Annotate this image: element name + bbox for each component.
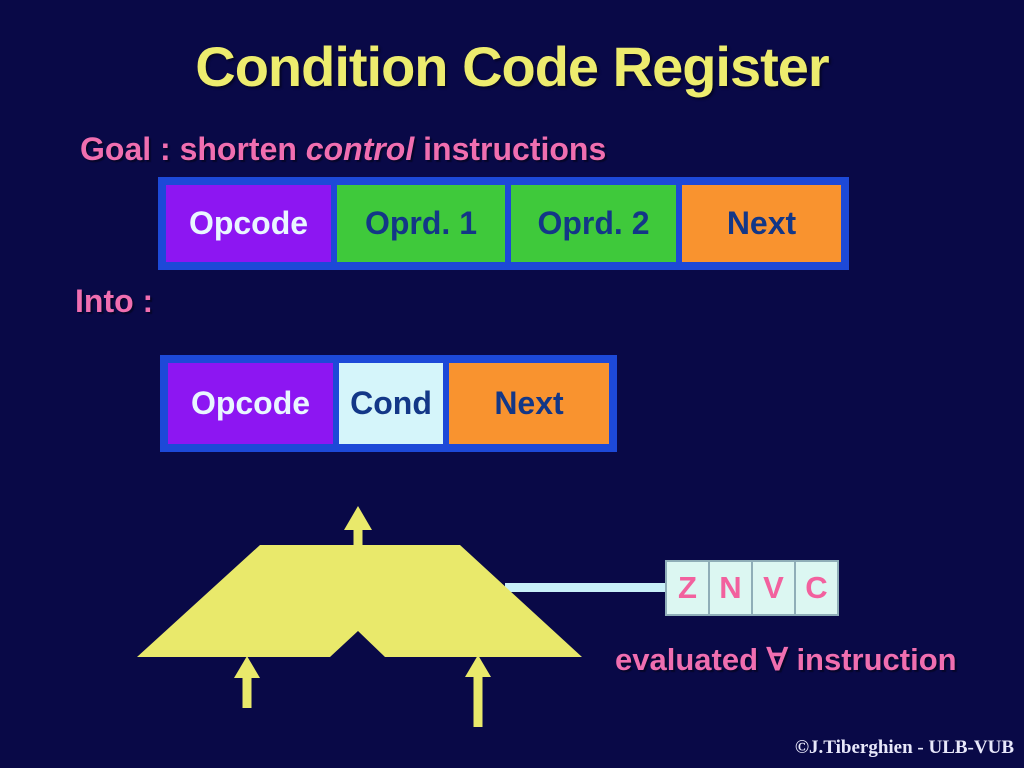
ccr-flag-c: C: [796, 562, 837, 614]
field-next: Next: [682, 185, 841, 262]
alu-output-arrow-icon: [344, 506, 372, 547]
field-opcode: Opcode: [168, 363, 333, 444]
alu-input-arrow-right-icon: [465, 655, 491, 727]
alu-shape: [137, 545, 582, 657]
field-operand-2: Oprd. 2: [511, 185, 676, 262]
field-operand-1: Oprd. 1: [337, 185, 505, 262]
alu-input-arrow-left-icon: [234, 656, 260, 708]
ccr-caption: evaluated ∀ instruction: [615, 642, 957, 677]
ccr-flag-n: N: [710, 562, 751, 614]
field-cond: Cond: [339, 363, 443, 444]
into-label: Into :: [75, 283, 154, 319]
goal-text-suffix: instructions: [414, 131, 607, 167]
page-title: Condition Code Register: [195, 35, 829, 98]
ccr-flag-z: Z: [667, 562, 708, 614]
goal-text-prefix: Goal : shorten: [80, 131, 306, 167]
field-next: Next: [449, 363, 609, 444]
goal-text-emphasis: control: [305, 131, 415, 167]
ccr-flags-register: Z N V C: [665, 560, 839, 616]
short-instruction-format: Opcode Cond Next: [160, 355, 617, 452]
alu-to-ccr-wire: [505, 583, 669, 592]
field-opcode: Opcode: [166, 185, 331, 262]
goal-text: Goal : shorten control instructions: [80, 131, 606, 168]
ccr-flag-v: V: [753, 562, 794, 614]
copyright-credit: ©J.Tiberghien - ULB-VUB: [794, 737, 1014, 758]
long-instruction-format: Opcode Oprd. 1 Oprd. 2 Next: [158, 177, 849, 270]
